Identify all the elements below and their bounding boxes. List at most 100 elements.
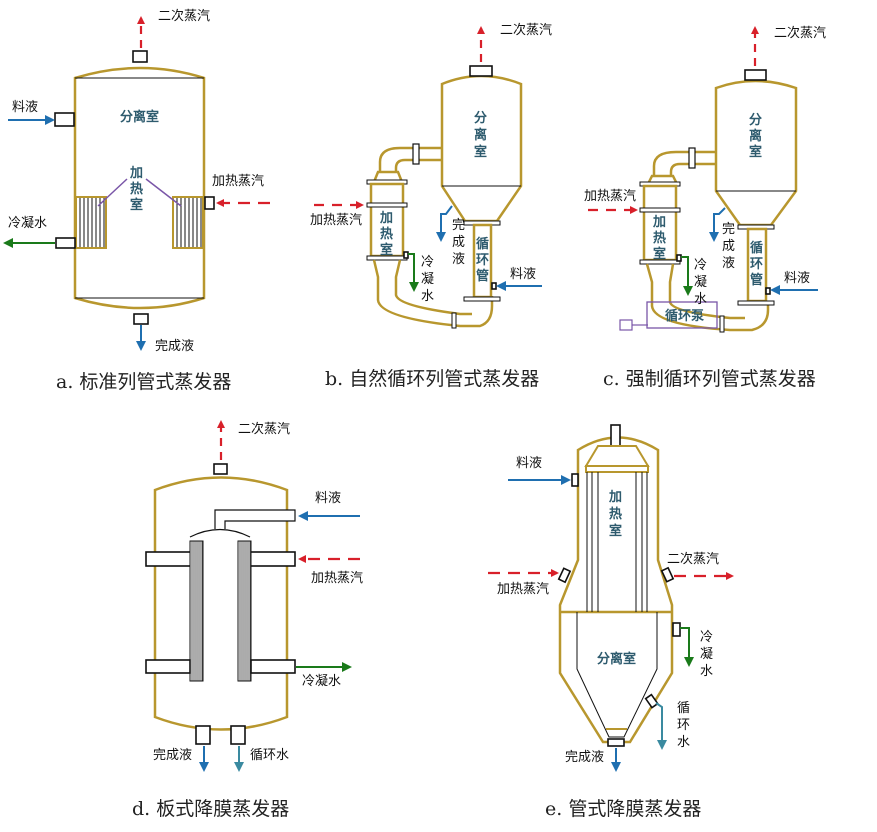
label-secondary-steam-e: 二次蒸汽	[667, 551, 719, 567]
caption-c: c. 强制循环列管式蒸发器	[603, 368, 816, 390]
label-condensate-e-3: 水	[700, 664, 713, 679]
plate-pack-right-d	[237, 540, 252, 682]
label-circulating-water-d: 循环水	[250, 748, 289, 763]
label-feed-c: 料液	[784, 271, 810, 286]
condensate-arrow-e	[680, 627, 694, 667]
label-product-b-2: 成	[452, 235, 465, 250]
label-condensate-c-2: 凝	[694, 274, 707, 290]
vapor-pipe-outer-c	[652, 150, 717, 176]
caption-e: e. 管式降膜蒸发器	[545, 798, 701, 820]
caption-d: d. 板式降膜蒸发器	[132, 798, 289, 820]
nozzle-steam-a	[204, 196, 215, 210]
condensate-header-left-d	[145, 659, 191, 674]
label-feed-a: 料液	[12, 100, 38, 115]
label-product-c-2: 成	[722, 239, 735, 254]
flange-vapor-c	[688, 147, 696, 169]
label-separator-b-2: 离	[474, 127, 487, 143]
circulating-water-arrow-e	[655, 702, 667, 750]
label-feed-b: 料液	[510, 267, 536, 282]
label-circulating-water-e-2: 环	[677, 718, 690, 733]
u-pipe-outer-c	[645, 263, 770, 332]
label-separator-c-1: 分	[749, 112, 762, 128]
nozzle-top-b	[469, 65, 493, 77]
nozzle-top-e	[610, 424, 621, 448]
nozzle-bottom-a	[133, 313, 149, 325]
product-arrow-b	[436, 205, 453, 242]
label-heating-chamber-e-1: 加	[608, 490, 622, 505]
label-circ-pipe-c-2: 环	[750, 257, 763, 272]
label-condensate-e-1: 冷	[700, 630, 713, 645]
label-feed-e: 料液	[516, 456, 542, 471]
label-heating-chamber-e-2: 热	[609, 506, 622, 522]
nozzle-top-a	[132, 50, 148, 63]
product-arrow-c	[709, 207, 726, 242]
nozzle-product-d	[195, 725, 211, 745]
vessel-e	[558, 436, 674, 744]
label-circulating-water-e-1: 循	[677, 701, 690, 716]
nozzle-feed-a	[54, 112, 75, 127]
nozzle-top-c	[744, 69, 767, 81]
nozzle-condensate-b	[403, 251, 409, 259]
label-separator-c-2: 离	[749, 128, 762, 144]
flange-circ-bottom-c	[737, 300, 775, 306]
label-condensate-b-3: 水	[421, 289, 434, 304]
label-condensate-d: 冷凝水	[302, 673, 341, 689]
label-separator-e: 分离室	[597, 651, 636, 667]
label-heating-chamber-a-1: 加	[129, 166, 143, 181]
label-heating-chamber-c-1: 加	[652, 215, 666, 230]
u-pipe-outer-b	[372, 259, 494, 328]
tube-bundle-left-a	[75, 196, 107, 249]
label-circulating-water-e-3: 水	[677, 735, 690, 750]
panel-b-natural-circulation-evaporator: 二次蒸汽 分 离 室 加 热 室 加热蒸汽 冷 凝 水 循 环 管	[310, 22, 552, 390]
label-circ-pipe-b-1: 循	[476, 236, 489, 252]
label-condensate-e-2: 凝	[700, 646, 713, 662]
plate-pack-left-d	[189, 540, 204, 682]
label-separator-b-1: 分	[474, 110, 487, 126]
label-separator-c-3: 室	[749, 144, 762, 160]
vapor-pipe-outer-b	[378, 146, 443, 172]
condensate-arrow-b	[408, 253, 419, 292]
label-feed-d: 料液	[315, 491, 341, 506]
caption-a: a. 标准列管式蒸发器	[56, 371, 231, 393]
leader-left-a	[97, 178, 128, 207]
label-secondary-steam-a: 二次蒸汽	[158, 8, 210, 24]
label-heating-chamber-a-2: 热	[130, 181, 143, 197]
label-product-b-1: 完	[452, 218, 465, 233]
label-product-c-3: 液	[722, 256, 735, 271]
label-condensate-c-3: 水	[694, 292, 707, 307]
flange-bottom-b	[451, 312, 457, 329]
feed-pipe-d	[214, 509, 296, 529]
panel-c-forced-circulation-evaporator: 二次蒸汽 分 离 室 加 热 室 加热蒸汽 循环泵 冷 凝 水 循	[584, 25, 826, 390]
label-heating-chamber-b-2: 热	[380, 226, 393, 242]
heating-top-cone-c	[646, 174, 679, 185]
nozzle-circulating-water-d	[230, 725, 246, 745]
panel-a-standard-tube-evaporator: 二次蒸汽 料液 分离室 加 热	[3, 8, 270, 393]
label-secondary-steam-d: 二次蒸汽	[238, 421, 290, 437]
nozzle-product-e	[607, 738, 625, 747]
vessel-d	[153, 476, 289, 731]
top-tube-sheet-e	[585, 465, 649, 473]
pump-motor-c	[619, 319, 633, 331]
label-heating-chamber-a-3: 室	[130, 197, 143, 213]
label-circ-pipe-c-1: 循	[750, 240, 763, 256]
label-heating-chamber-b-1: 加	[379, 211, 393, 226]
flange-circ-bottom-b	[463, 296, 501, 302]
panel-e-tube-falling-film-evaporator: 加 热 室 分离室 料液 加热蒸汽 二次蒸汽 冷 凝 水 循 环 水 完成液 e…	[488, 424, 734, 820]
pump-outline-c	[646, 301, 718, 329]
tubes-e	[586, 472, 648, 612]
flange-bottom-c	[719, 315, 725, 333]
separator-cone-e	[576, 612, 658, 738]
vapor-pipe-inner-b	[394, 158, 443, 172]
label-secondary-steam-b: 二次蒸汽	[500, 22, 552, 38]
label-heating-chamber-c-3: 室	[653, 246, 666, 262]
label-heating-steam-b: 加热蒸汽	[310, 213, 362, 228]
distributor-d	[189, 528, 251, 538]
label-product-d: 完成液	[153, 748, 192, 763]
label-condensate-b-2: 凝	[421, 271, 434, 287]
label-heating-steam-e: 加热蒸汽	[497, 582, 549, 597]
label-heating-steam-c: 加热蒸汽	[584, 189, 636, 204]
heating-top-cone-b	[372, 170, 404, 183]
heating-chamber-b	[369, 182, 405, 258]
label-heating-chamber-b-3: 室	[380, 242, 393, 258]
